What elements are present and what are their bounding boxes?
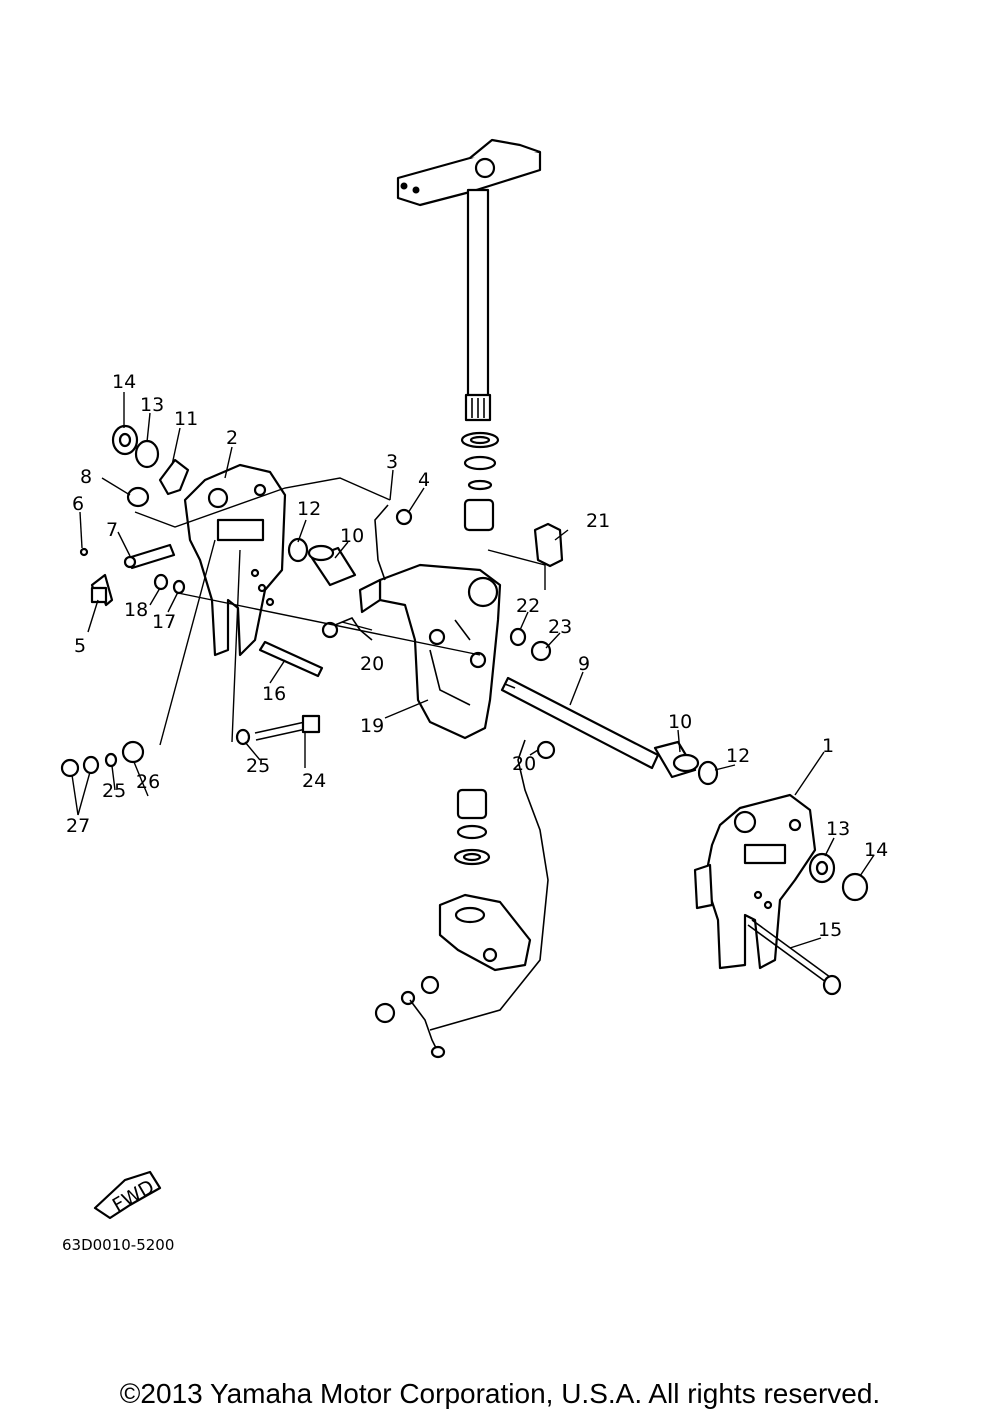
clamp-bracket-left (183, 463, 287, 657)
bolt-4 (395, 508, 413, 526)
callout-14b: 14 (864, 839, 888, 861)
fwd-arrow-icon: FWD (93, 1170, 162, 1220)
nut-right (808, 852, 836, 884)
callout-17: 17 (152, 611, 176, 633)
ground-terminal (374, 990, 446, 1059)
through-tube (500, 676, 660, 770)
callout-14a: 14 (112, 371, 136, 393)
callout-13a: 13 (140, 394, 164, 416)
callout-1: 1 (822, 735, 834, 757)
bushing-right (653, 740, 700, 779)
bushing-nut-left (134, 439, 160, 469)
assembly-line-2 (487, 549, 546, 590)
steering-arm (396, 138, 542, 207)
washer-left (287, 537, 309, 563)
nut-27b (82, 755, 100, 775)
bolt-20-upper (321, 621, 339, 639)
callout-labels: 1 2 3 4 5 6 7 8 9 10 10 11 12 12 13 13 1… (66, 371, 888, 941)
callout-21: 21 (586, 510, 610, 532)
swivel-bracket (358, 563, 502, 740)
callout-5: 5 (74, 635, 86, 657)
assembly-line-4 (159, 539, 216, 746)
nut-18 (153, 573, 169, 591)
lever-5 (90, 573, 114, 607)
callout-6: 6 (72, 493, 84, 515)
callout-26: 26 (136, 771, 160, 793)
callout-7: 7 (106, 519, 118, 541)
callout-10b: 10 (668, 711, 692, 733)
callout-2: 2 (226, 427, 238, 449)
bolt-24 (254, 714, 321, 741)
callout-8: 8 (80, 466, 92, 488)
callout-20a: 20 (360, 653, 384, 675)
callout-3: 3 (386, 451, 398, 473)
assembly-line-3 (177, 592, 481, 656)
washer-lower (420, 975, 440, 995)
washer-right (697, 760, 719, 786)
callout-19: 19 (360, 715, 384, 737)
callout-9: 9 (578, 653, 590, 675)
callout-27: 27 (66, 815, 90, 837)
grommet-8 (126, 486, 150, 508)
ground-lead-20-lower (429, 739, 549, 1031)
bushing-left (307, 544, 357, 587)
washer-25-upper (235, 728, 251, 746)
callout-22: 22 (516, 595, 540, 617)
bracket-plate-11 (158, 458, 190, 496)
shaft-bushings-lower (453, 788, 491, 866)
callout-23: 23 (548, 616, 572, 638)
assembly-line-5 (231, 549, 241, 743)
steering-shaft (464, 188, 492, 422)
bolt-23 (530, 640, 552, 662)
clamp-bracket-right (693, 793, 817, 970)
callout-12b: 12 (726, 745, 750, 767)
rod-16 (258, 640, 324, 678)
callout-leaders (71, 392, 875, 949)
callout-18: 18 (124, 599, 148, 621)
ground-lead-20-upper (334, 617, 373, 641)
callout-10a: 10 (340, 525, 364, 547)
washer-17 (172, 579, 186, 595)
cap-nut-right (841, 872, 869, 902)
washer-26 (121, 740, 145, 764)
nut-left (111, 424, 139, 456)
callout-25a: 25 (246, 755, 270, 777)
callout-11: 11 (174, 408, 198, 430)
shaft-washers-upper (460, 431, 500, 532)
callout-20b: 20 (512, 753, 536, 775)
callout-15: 15 (818, 919, 842, 941)
callout-24: 24 (302, 770, 326, 792)
bolt-20-lower (536, 740, 556, 760)
assembly-line-1 (134, 477, 391, 528)
lower-mount (438, 893, 532, 972)
washer-25-lower (104, 752, 118, 768)
callout-13b: 13 (826, 818, 850, 840)
friction-plate (533, 522, 564, 568)
callout-16: 16 (262, 683, 286, 705)
spring-7 (123, 543, 176, 570)
copyright-notice: ©2013 Yamaha Motor Corporation, U.S.A. A… (119, 1378, 881, 1409)
diagram-code: 63D0010-5200 (62, 1236, 175, 1254)
callout-4: 4 (418, 469, 430, 491)
washer-22 (509, 627, 527, 647)
bolt-15 (747, 919, 842, 996)
pin-6 (79, 547, 89, 557)
ground-lead-3 (374, 504, 389, 581)
callout-25b: 25 (102, 780, 126, 802)
nut-27a (60, 758, 80, 778)
callout-12a: 12 (297, 498, 321, 520)
